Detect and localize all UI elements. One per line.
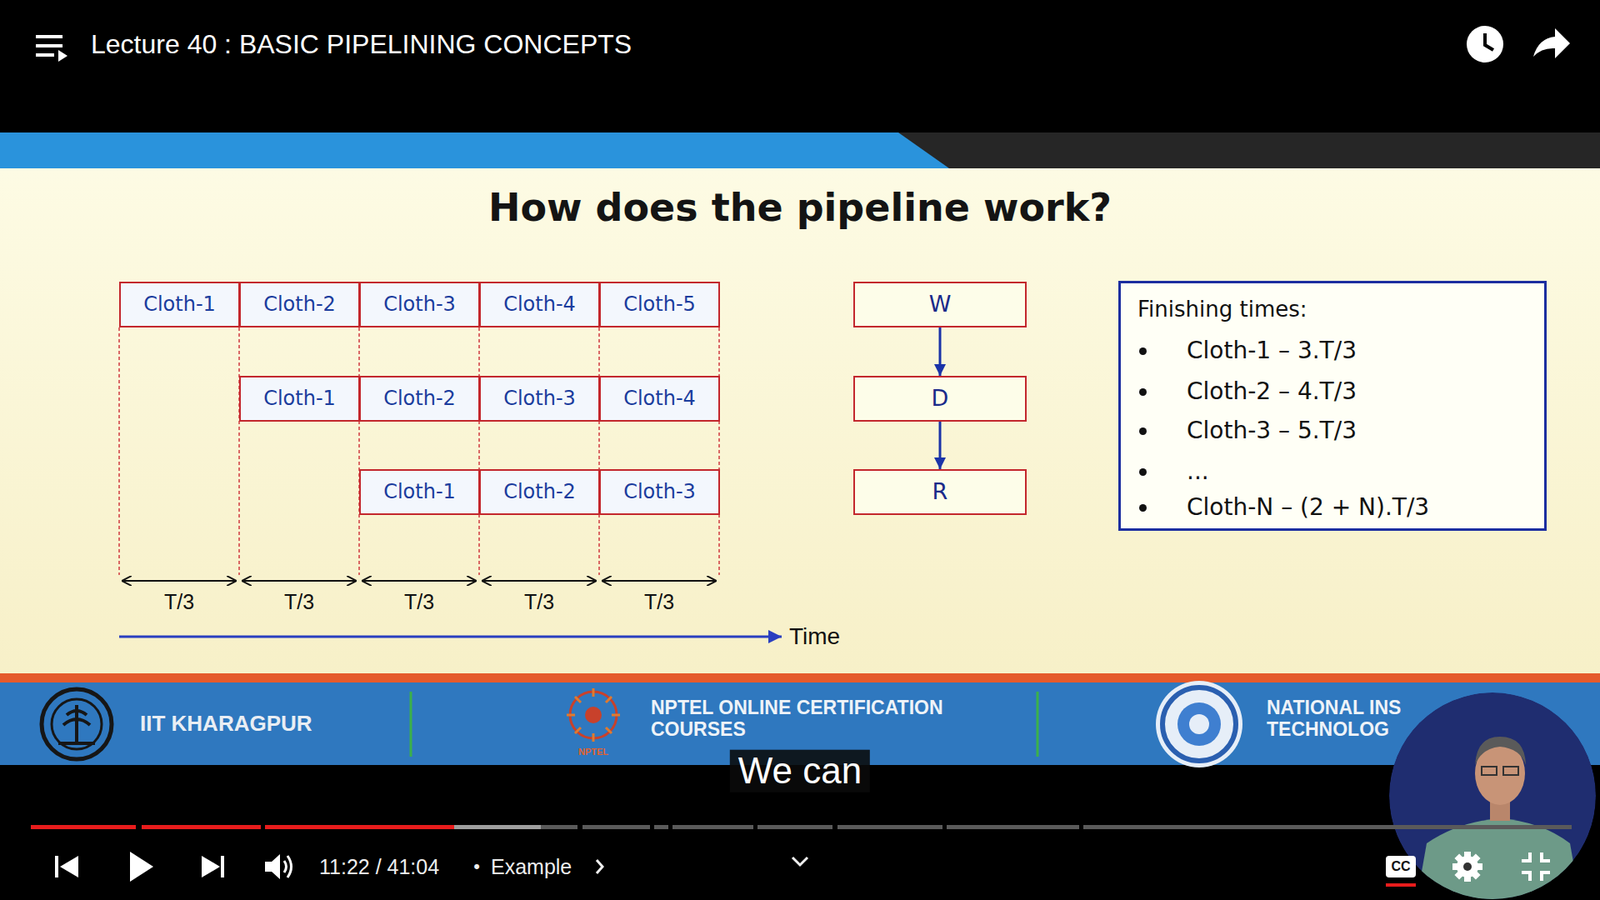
chapter-name: Example — [490, 855, 572, 880]
time-step-label: T/3 — [644, 590, 675, 615]
window-title: Lecture 40 : BASIC PIPELINING CONCEPTS — [90, 29, 632, 60]
footer-divider — [1036, 691, 1040, 757]
box-label: Cloth-2 — [503, 480, 576, 505]
cloth-box: Cloth-4 — [599, 375, 720, 422]
box-label: Cloth-3 — [623, 480, 696, 505]
iit-logo — [41, 689, 112, 760]
bullet-dot — [1139, 504, 1147, 512]
cloth-box: Cloth-5 — [599, 281, 720, 328]
captions-button — [1385, 855, 1416, 887]
flow-arrow — [939, 327, 942, 376]
settings-icon — [1452, 851, 1483, 882]
nit-logo — [1155, 680, 1243, 768]
finish-time-item: Cloth-1 – 3.T/3 — [1186, 336, 1357, 365]
cloth-box: Cloth-2 — [239, 281, 360, 328]
subtitle: We can — [730, 750, 870, 793]
bullet-dot — [1139, 347, 1147, 355]
captions-label: CC — [1390, 859, 1410, 875]
cloth-box: Cloth-3 — [599, 469, 720, 515]
box-label: W — [929, 290, 952, 318]
volume-icon — [265, 854, 292, 880]
presenter-video — [1389, 692, 1596, 900]
next-button — [201, 855, 225, 878]
box-label: Cloth-3 — [503, 386, 576, 411]
stage-box: R — [853, 469, 1027, 515]
bullet-dot — [1139, 468, 1147, 476]
cloth-box: Cloth-2 — [359, 375, 480, 422]
play-button — [130, 851, 154, 882]
logo-caption: NPTEL — [578, 746, 609, 758]
box-label: Cloth-1 — [263, 386, 336, 411]
time-axis — [119, 635, 782, 639]
box-label: Cloth-5 — [623, 292, 696, 317]
cloth-box: Cloth-2 — [479, 469, 600, 515]
time-step-label: T/3 — [164, 590, 195, 615]
box-label: Cloth-3 — [383, 292, 456, 317]
time-axis-label: Time — [789, 623, 840, 650]
slide-ground — [0, 168, 1600, 674]
watch-later-icon — [1466, 25, 1504, 63]
playback-time: 11:22 / 41:04 — [319, 855, 440, 880]
bullet-dot — [1139, 427, 1147, 435]
chapter-chevron — [596, 860, 603, 874]
finish-time-item: ... — [1186, 457, 1210, 486]
box-label: Cloth-1 — [143, 292, 216, 317]
cloth-box: Cloth-1 — [359, 469, 480, 515]
exit-fullscreen-icon — [1521, 852, 1550, 881]
institute-name: TECHNOLOG — [1266, 718, 1390, 740]
slide-title: How does the pipeline work? — [488, 185, 1112, 230]
footer-divider — [410, 691, 413, 757]
stage-box: D — [853, 375, 1027, 422]
bullet-dot — [1139, 388, 1147, 396]
previous-button — [55, 855, 79, 878]
time-step-arrows — [121, 580, 717, 582]
finish-time-item: Cloth-3 – 5.T/3 — [1186, 416, 1357, 445]
time-divider-lines — [119, 327, 720, 575]
course-name: NPTEL ONLINE CERTIFICATION COURSES — [650, 696, 960, 741]
time-step-label: T/3 — [524, 590, 555, 615]
institute-name: NATIONAL INS — [1266, 696, 1401, 719]
slide-blue-band — [0, 132, 950, 169]
finish-time-item: Cloth-2 – 4.T/3 — [1186, 377, 1357, 406]
menu-icon — [35, 35, 68, 62]
box-label: Cloth-1 — [383, 480, 456, 505]
slide-top-band — [0, 132, 1600, 169]
flow-arrow — [939, 421, 942, 470]
stage-box: W — [853, 281, 1027, 328]
cloth-box: Cloth-3 — [479, 375, 600, 422]
finishing-times-box: Finishing times: Cloth-1 – 3.T/3Cloth-2 –… — [1118, 280, 1547, 531]
box-label: Cloth-2 — [263, 292, 336, 317]
box-label: Cloth-4 — [503, 292, 576, 317]
box-label: Cloth-4 — [623, 386, 696, 411]
cloth-box: Cloth-4 — [479, 281, 600, 328]
slide-orange-rule — [0, 673, 1600, 683]
box-label: R — [932, 478, 949, 505]
progress-bar — [30, 825, 1572, 830]
separator-dot: • — [473, 855, 480, 877]
institute-name: IIT KHARAGPUR — [140, 711, 313, 737]
cloth-box: Cloth-1 — [119, 281, 240, 328]
time-step-label: T/3 — [284, 590, 315, 615]
cloth-box: Cloth-3 — [359, 281, 480, 328]
box-label: D — [931, 385, 950, 412]
cloth-box: Cloth-1 — [239, 375, 360, 422]
finish-time-item: Cloth-N – (2 + N).T/3 — [1186, 493, 1430, 522]
box-heading: Finishing times: — [1137, 296, 1308, 323]
time-step-label: T/3 — [404, 590, 435, 615]
box-label: Cloth-2 — [383, 386, 456, 411]
share-icon — [1533, 28, 1570, 59]
nptel-logo — [566, 688, 620, 742]
expand-chevron — [792, 857, 808, 865]
